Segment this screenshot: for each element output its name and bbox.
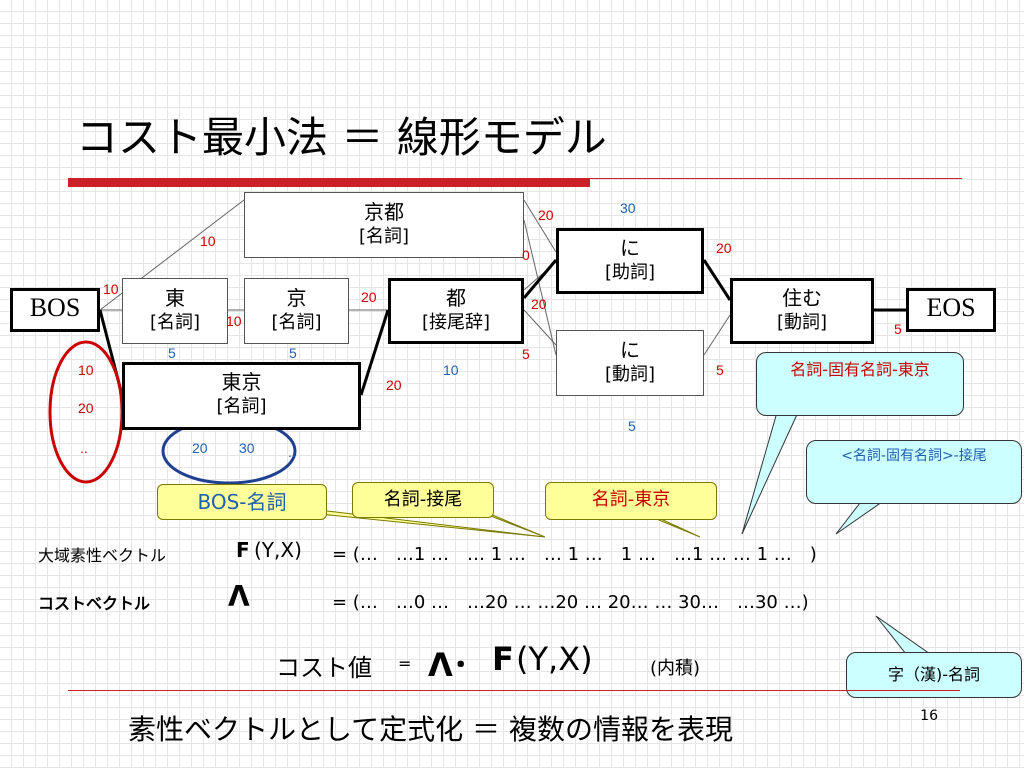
cost-bos-tokyo-3: .. bbox=[80, 440, 88, 456]
node-ni-particle-word: に bbox=[620, 236, 640, 260]
page-number: 16 bbox=[920, 708, 938, 724]
cost-value-lambda: Λ･ bbox=[428, 646, 469, 684]
cost-value-yx: (Y,X) bbox=[516, 640, 593, 678]
node-sumu-word: 住む bbox=[782, 286, 822, 310]
cost-bos-kyoto: 10 bbox=[200, 233, 216, 249]
node-higashi-word: 東 bbox=[165, 286, 185, 310]
eos-node: EOS bbox=[906, 288, 996, 332]
cost-value-inner: (内積) bbox=[650, 658, 701, 679]
node-kyoto-word: 京都 bbox=[364, 200, 404, 224]
node-ni-verb: に [動詞] bbox=[556, 330, 704, 396]
node-tokyo: 東京 [名詞] bbox=[122, 362, 361, 430]
node-ni-verb-pos: [動詞] bbox=[604, 364, 656, 385]
node-kyoto-pos: [名詞] bbox=[358, 226, 410, 247]
cost-sumu-eos: 5 bbox=[894, 321, 902, 337]
cost-ni-verb-sumu: 5 bbox=[716, 362, 724, 378]
node-to-pos: [接尾辞] bbox=[421, 312, 491, 333]
feature-noun-suffix: 名詞-接尾 bbox=[352, 482, 494, 518]
node-kyo-pos: [名詞] bbox=[271, 312, 322, 333]
cost-ni-sumu: 20 bbox=[716, 240, 732, 256]
title-underline-thin bbox=[590, 178, 962, 179]
cost-ni-verb-node: 5 bbox=[628, 418, 636, 434]
node-higashi-pos: [名詞] bbox=[149, 312, 201, 333]
cost-to-node: 10 bbox=[443, 362, 459, 378]
callout-kanji-noun: 字（漢)-名詞 bbox=[846, 652, 1022, 698]
node-ni-verb-word: に bbox=[620, 338, 640, 362]
node-tokyo-word: 東京 bbox=[221, 370, 262, 394]
callout-proper-noun-tokyo: 名詞-固有名詞-東京 bbox=[756, 352, 964, 416]
cost-tokyo-to: 20 bbox=[386, 377, 402, 393]
cost-tokyo-node-2: 30 bbox=[239, 440, 255, 456]
cost-vector-symbol: Λ bbox=[228, 580, 250, 613]
slide-title: コスト最小法 ＝ 線形モデル bbox=[76, 113, 607, 162]
cost-value-label: コスト値 bbox=[276, 654, 372, 682]
callout-proper-noun-suffix: <名詞-固有名詞>-接尾 bbox=[806, 440, 1022, 504]
node-sumu-pos: [動詞] bbox=[776, 312, 828, 333]
cost-to-ni: 20 bbox=[531, 296, 547, 312]
cost-bos-higashi: 10 bbox=[103, 281, 119, 297]
node-kyo-word: 京 bbox=[286, 286, 307, 310]
feature-bos-noun: BOS-名詞 bbox=[157, 484, 327, 520]
cost-vector-label: コストベクトル bbox=[38, 594, 151, 613]
title-underline-accent bbox=[68, 178, 590, 187]
cost-bos-tokyo-2: 20 bbox=[78, 400, 94, 416]
feature-noun-tokyo: 名詞-東京 bbox=[545, 482, 717, 520]
cost-kyo-to: 20 bbox=[361, 289, 377, 305]
cost-kyoto-ni-verb: 0 bbox=[522, 247, 530, 263]
feature-vector-values: = (… …1 … … 1 … … 1 … 1 … …1 … … 1 … ) bbox=[332, 544, 817, 565]
bottom-summary: 素性ベクトルとして定式化 ＝ 複数の情報を表現 bbox=[128, 713, 733, 746]
node-higashi: 東 [名詞] bbox=[122, 278, 228, 344]
cost-higashi-node: 5 bbox=[168, 345, 176, 361]
cost-tokyo-node-3: .. bbox=[288, 444, 296, 460]
feature-vector-label: 大域素性ベクトル bbox=[38, 546, 167, 565]
cost-value-eq: = bbox=[398, 654, 412, 673]
node-to: 都 [接尾辞] bbox=[388, 278, 524, 344]
cost-kyo-node: 5 bbox=[289, 345, 297, 361]
bos-node: BOS bbox=[10, 288, 100, 332]
feature-vector-symbol: F bbox=[236, 538, 250, 562]
cost-higashi-kyo: 10 bbox=[226, 313, 242, 329]
cost-bos-tokyo-1: 10 bbox=[78, 362, 94, 378]
cost-vector-values: = (… …0 … …20 … …20 … 20… … 30… …30 …) bbox=[332, 592, 809, 613]
cost-ni-top: 30 bbox=[620, 200, 636, 216]
node-ni-particle: に [助詞] bbox=[556, 228, 704, 294]
cost-value-f: F bbox=[492, 640, 514, 678]
node-kyoto: 京都 [名詞] bbox=[244, 192, 524, 258]
cost-to-ni-verb: 5 bbox=[522, 346, 530, 362]
cost-kyoto-ni: 20 bbox=[538, 207, 554, 223]
node-kyo: 京 [名詞] bbox=[244, 278, 349, 344]
footer-rule bbox=[68, 690, 960, 691]
cost-tokyo-node-1: 20 bbox=[192, 440, 208, 456]
node-ni-particle-pos: [助詞] bbox=[604, 262, 656, 283]
node-sumu: 住む [動詞] bbox=[730, 278, 874, 344]
feature-vector-args: (Y,X) bbox=[254, 538, 302, 562]
node-tokyo-pos: [名詞] bbox=[216, 396, 267, 417]
node-to-word: 都 bbox=[446, 286, 466, 310]
